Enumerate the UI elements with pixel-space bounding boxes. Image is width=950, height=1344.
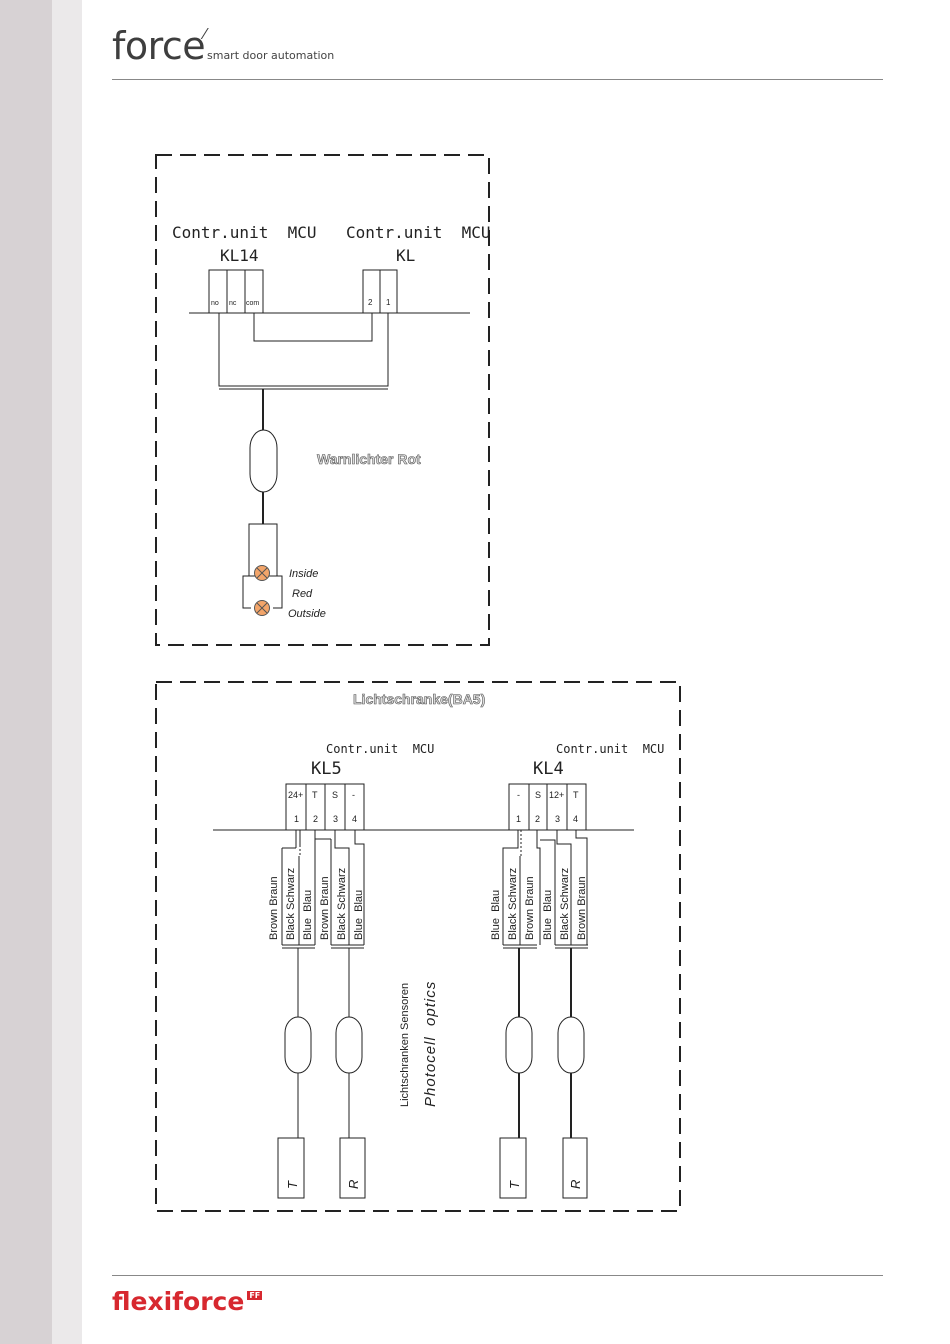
transmitter-2-label: T bbox=[507, 1180, 522, 1189]
kl4-wire-3: Brown Braun bbox=[524, 876, 536, 940]
transmitter-2 bbox=[499, 1137, 527, 1199]
kl4-cables bbox=[518, 948, 572, 1138]
transmitter-1 bbox=[277, 1137, 305, 1199]
brand-tagline: smart door automation bbox=[207, 49, 335, 62]
kl5-terminal-2-number: 2 bbox=[313, 814, 318, 824]
brand-logo: force ⁄ smart door automation bbox=[112, 24, 334, 68]
kl5-oval-t bbox=[284, 1016, 312, 1074]
kl5-oval-r bbox=[335, 1016, 363, 1074]
header-rule bbox=[112, 79, 883, 80]
kl4-oval-r bbox=[557, 1016, 585, 1074]
kl4-terminal-1-label: - bbox=[517, 790, 520, 800]
panel-warning-light-border bbox=[155, 154, 490, 646]
kl4-terminal-4-label: T bbox=[573, 790, 579, 800]
kl5-wiring bbox=[281, 830, 365, 1138]
lamp-outside-icon bbox=[254, 600, 270, 616]
kl4-wire-2: Black Schwarz bbox=[507, 868, 519, 940]
unit-right-label: Contr.unit MCU bbox=[346, 223, 491, 242]
kl4-label: KL4 bbox=[533, 759, 564, 779]
kl4-terminal-3-number: 3 bbox=[555, 814, 560, 824]
footer-brand-name: flexiforce bbox=[112, 1287, 245, 1316]
kl4-terminal-3-label: 12+ bbox=[549, 790, 564, 800]
kl5-terminal-4-label: - bbox=[352, 790, 355, 800]
kl5-wire-4: Brown Braun bbox=[319, 876, 331, 940]
kl5-terminals: 24+ T S - 1 2 3 4 bbox=[285, 783, 365, 831]
footer-badge: FF bbox=[247, 1291, 263, 1300]
kl4-oval-t bbox=[505, 1016, 533, 1074]
kl5-terminal-3-label: S bbox=[332, 790, 338, 800]
kl4-terminal-4-number: 4 bbox=[573, 814, 578, 824]
lamp-wire-right bbox=[271, 575, 283, 609]
receiver-1 bbox=[339, 1137, 366, 1199]
kl-label: KL bbox=[396, 246, 415, 265]
terminal-no-label: no bbox=[211, 300, 219, 307]
kl4-wiring bbox=[502, 830, 588, 949]
kl5-terminal-1-label: 24+ bbox=[288, 790, 303, 800]
lamp-inside-icon bbox=[254, 565, 270, 581]
receiver-2 bbox=[562, 1137, 588, 1199]
bolt-icon: ⁄ bbox=[204, 26, 207, 43]
terminal-com-label: com bbox=[246, 300, 259, 307]
panel-warning-light: Contr.unit MCU KL14 Contr.unit MCU KL no… bbox=[155, 154, 491, 646]
kl5-unit-label: Contr.unit MCU bbox=[326, 742, 434, 756]
sidebar-strip-light bbox=[52, 0, 82, 1344]
kl4-wire-5: Black Schwarz bbox=[559, 868, 571, 940]
sidebar-strip bbox=[0, 0, 52, 1344]
kl5-terminal-1-number: 1 bbox=[294, 814, 299, 824]
panel-photocell-border bbox=[155, 681, 681, 1212]
junction-oval bbox=[249, 429, 278, 493]
kl5-wire-2: Black Schwarz bbox=[285, 868, 297, 940]
lamp-inside-label: Inside bbox=[289, 568, 318, 580]
kl5-terminal-3-number: 3 bbox=[333, 814, 338, 824]
kl4-wire-4: Blue Blau bbox=[542, 890, 554, 940]
kl5-terminal-2-label: T bbox=[312, 790, 318, 800]
lamp-wire-left bbox=[242, 575, 251, 609]
wire-inner bbox=[253, 313, 373, 342]
terminal-1-label: 1 bbox=[386, 298, 391, 307]
kl4-wire-labels: Blue Blau Black Schwarz Brown Braun Blue… bbox=[490, 868, 588, 940]
receiver-2-label: R bbox=[568, 1180, 583, 1189]
wire-outer bbox=[218, 313, 389, 387]
kl5-wire-5: Black Schwarz bbox=[336, 868, 348, 940]
kl4-terminals: - S 12+ T 1 2 3 4 bbox=[508, 783, 587, 831]
lamp-outside-label: Outside bbox=[288, 608, 326, 620]
receiver-1-label: R bbox=[346, 1180, 361, 1189]
sensor-label-en: Photocell optics bbox=[422, 981, 439, 1107]
footer-rule bbox=[112, 1275, 883, 1276]
unit-left-label: Contr.unit MCU bbox=[172, 223, 317, 242]
kl4-wire-1: Blue Blau bbox=[490, 890, 502, 940]
kl5-wire-1: Brown Braun bbox=[268, 876, 280, 940]
terminal-nc-label: nc bbox=[229, 300, 237, 307]
kl4-terminal-1-number: 1 bbox=[516, 814, 521, 824]
kl4-terminal-2-label: S bbox=[535, 790, 541, 800]
kl5-terminal-4-number: 4 bbox=[352, 814, 357, 824]
kl5-wire-labels: Brown Braun Black Schwarz Blue Blau Brow… bbox=[268, 868, 365, 940]
terminal-2-label: 2 bbox=[368, 298, 373, 307]
kl4-unit-label: Contr.unit MCU bbox=[556, 742, 664, 756]
kl5-wire-6: Blue Blau bbox=[353, 890, 365, 940]
sensor-label-de: Lichtschranken Sensoren bbox=[399, 983, 411, 1107]
photocell-title: Lichtschranke(BA5) bbox=[353, 691, 485, 707]
panel-photocell: Lichtschranke(BA5) Contr.unit MCU KL5 Co… bbox=[155, 681, 681, 1212]
warning-light-label: Warnlichter Rot bbox=[317, 451, 421, 467]
kl5-wire-3: Blue Blau bbox=[302, 890, 314, 940]
kl5-label: KL5 bbox=[311, 759, 342, 779]
kl14-label: KL14 bbox=[220, 246, 259, 265]
transmitter-1-label: T bbox=[285, 1180, 300, 1189]
brand-name: force bbox=[112, 24, 206, 68]
lamp-red-label: Red bbox=[292, 588, 313, 600]
kl4-terminal-2-number: 2 bbox=[535, 814, 540, 824]
kl4-wire-6: Brown Braun bbox=[576, 876, 588, 940]
